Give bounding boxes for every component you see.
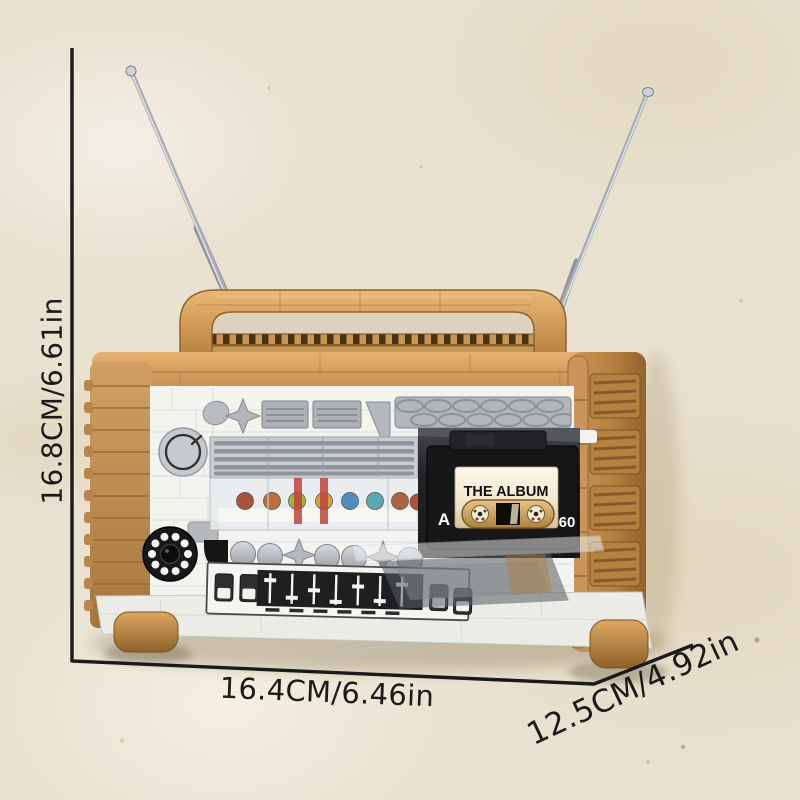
speaker <box>142 521 228 582</box>
display-window <box>209 477 427 531</box>
eq-tick-dashes <box>265 608 400 616</box>
amber-translucent-brick <box>505 553 552 595</box>
knob-pointer <box>190 434 203 446</box>
tuning-knob <box>158 427 208 477</box>
foot-left <box>113 611 179 653</box>
cassette-bay: THE ALBUM A 60 <box>418 428 580 558</box>
wall-specks <box>91 86 760 764</box>
height-dimension-label: 16.8CM/6.61in <box>35 297 69 505</box>
star-ornament <box>224 397 262 435</box>
left-panel-knobs <box>84 380 93 611</box>
antenna-right <box>553 87 654 322</box>
cassette-top-tab <box>449 430 547 451</box>
foot-right <box>589 619 649 669</box>
red-post <box>294 478 302 524</box>
dimension-lines <box>70 48 694 686</box>
red-post <box>320 478 328 524</box>
carry-handle <box>179 289 567 357</box>
cassette-side-a: A <box>438 510 450 529</box>
louver-vents <box>209 436 419 479</box>
cylinder-ornament <box>202 400 230 426</box>
eq-buttons-left <box>214 573 259 603</box>
reel-right <box>527 505 545 523</box>
cassette: THE ALBUM A 60 <box>426 430 579 550</box>
left-side-panel <box>84 362 152 628</box>
antenna-left-tip <box>125 65 137 77</box>
antenna-right-tip <box>642 87 654 97</box>
cassette-length: 60 <box>559 514 576 531</box>
vent-block <box>312 400 362 429</box>
antenna-left <box>125 65 238 316</box>
oval-grille <box>394 396 572 429</box>
cassette-title: THE ALBUM <box>464 484 549 500</box>
cassette-deck-tray <box>351 535 605 609</box>
speaker-holes <box>148 532 192 576</box>
window-shelf <box>218 508 416 522</box>
reel-left <box>471 505 489 523</box>
vent-block <box>261 400 309 429</box>
